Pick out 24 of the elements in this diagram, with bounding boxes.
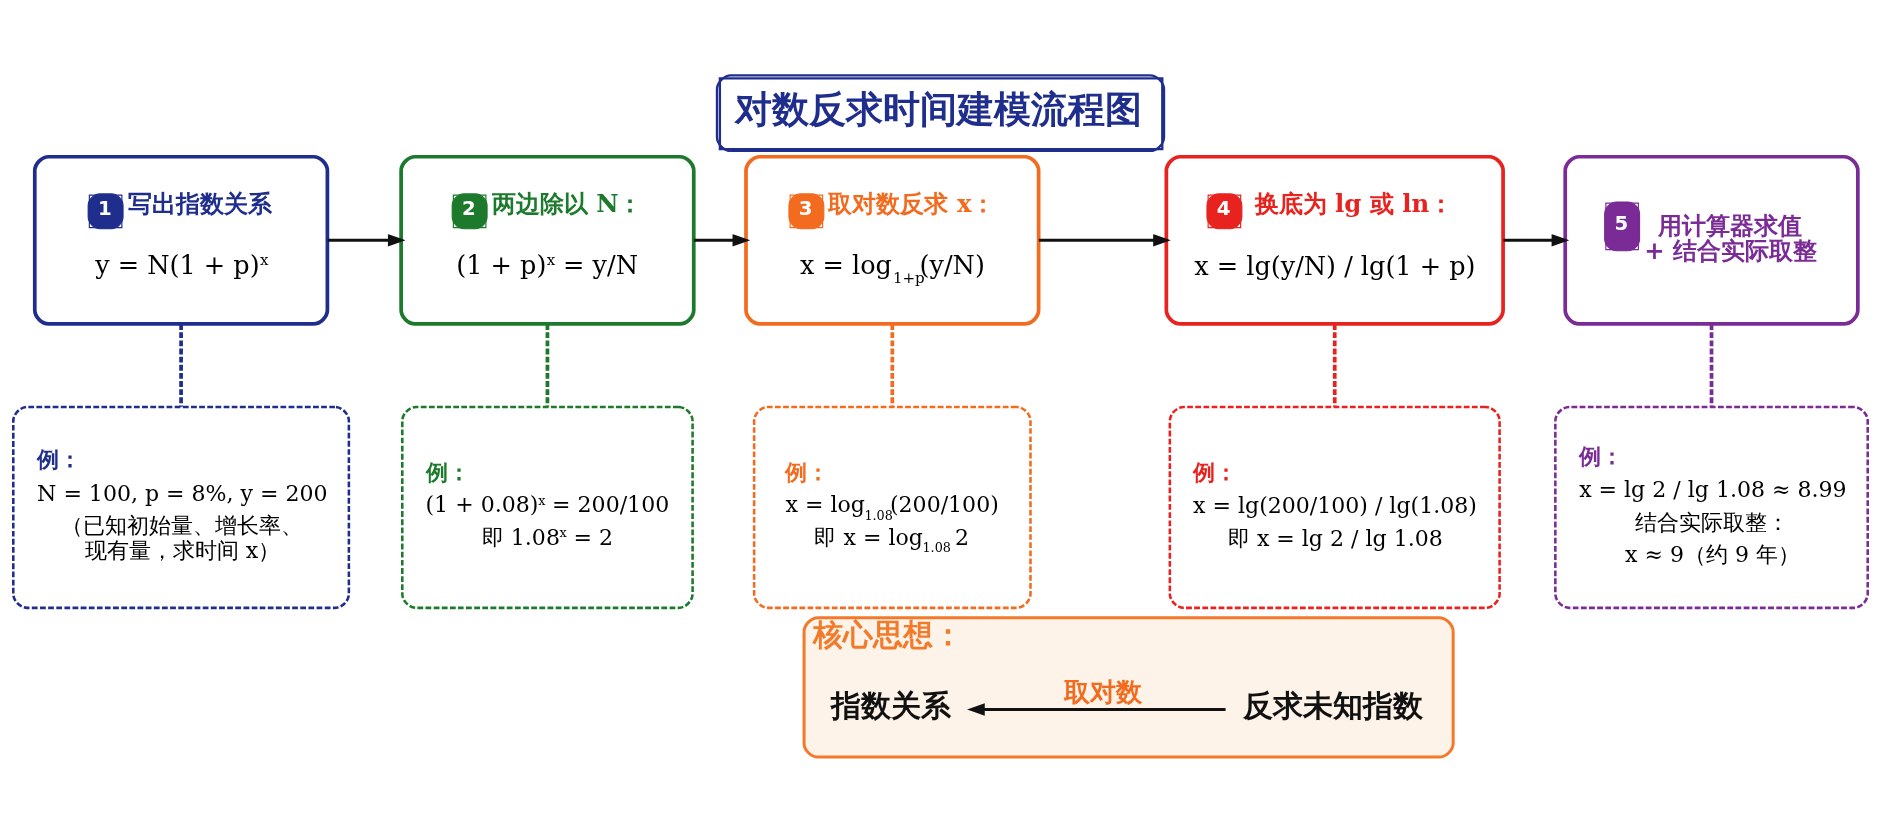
arrow — [967, 703, 1226, 716]
connector — [179, 324, 183, 407]
node-text: 指数关系 — [830, 688, 951, 724]
node-box: 1 写出指数关系 y = N(1 + p)$^{x}$ — [32, 154, 330, 326]
connector — [1332, 324, 1337, 407]
node-box: 3 取对数反求 x： x = log$_{1+p}$(y/N) — [744, 154, 1041, 326]
arrow — [327, 234, 406, 247]
node-box: 5 用计算器求值 + 结合实际取整 — [1563, 154, 1860, 326]
node-box: 例： x = log$_{1.08}$(200/100) 即 x = log$_{1.08}$ 2 — [752, 405, 1032, 610]
node-box: 例： x = lg(200/100) / lg(1.08) 即 x = lg 2 / lg 1.08 — [1168, 405, 1501, 610]
node-box: 2 两边除以 N： (1 + p)$^{x}$ = y/N — [399, 154, 696, 326]
connector — [545, 324, 550, 407]
arrow — [1038, 234, 1171, 247]
node-box: 4 换底为 lg 或 ln： x = lg(y/N) / lg(1 + p) — [1164, 154, 1505, 326]
node-box: 例： (1 + 0.08)$^{x}$ = 200/100 即 1.08$^{x}$ = 2 — [401, 405, 694, 610]
node-text: 反求未知指数 — [1242, 688, 1423, 724]
edge-label: 取对数 — [1064, 676, 1143, 707]
node-box: 例： N = 100, p = 8%, y = 200 （已知初始量、增长率、现有量，求时间 x） — [12, 405, 351, 610]
arrow — [693, 234, 751, 247]
connector — [890, 324, 895, 407]
connector — [1709, 324, 1714, 407]
arrow — [1503, 234, 1570, 247]
diagram-title: 对数反求时间建模流程图 — [734, 87, 1142, 132]
node-box: 例： x = lg 2 / lg 1.08 ≈ 8.99 结合实际取整： x ≈ 9（约 9 年） — [1554, 405, 1869, 610]
